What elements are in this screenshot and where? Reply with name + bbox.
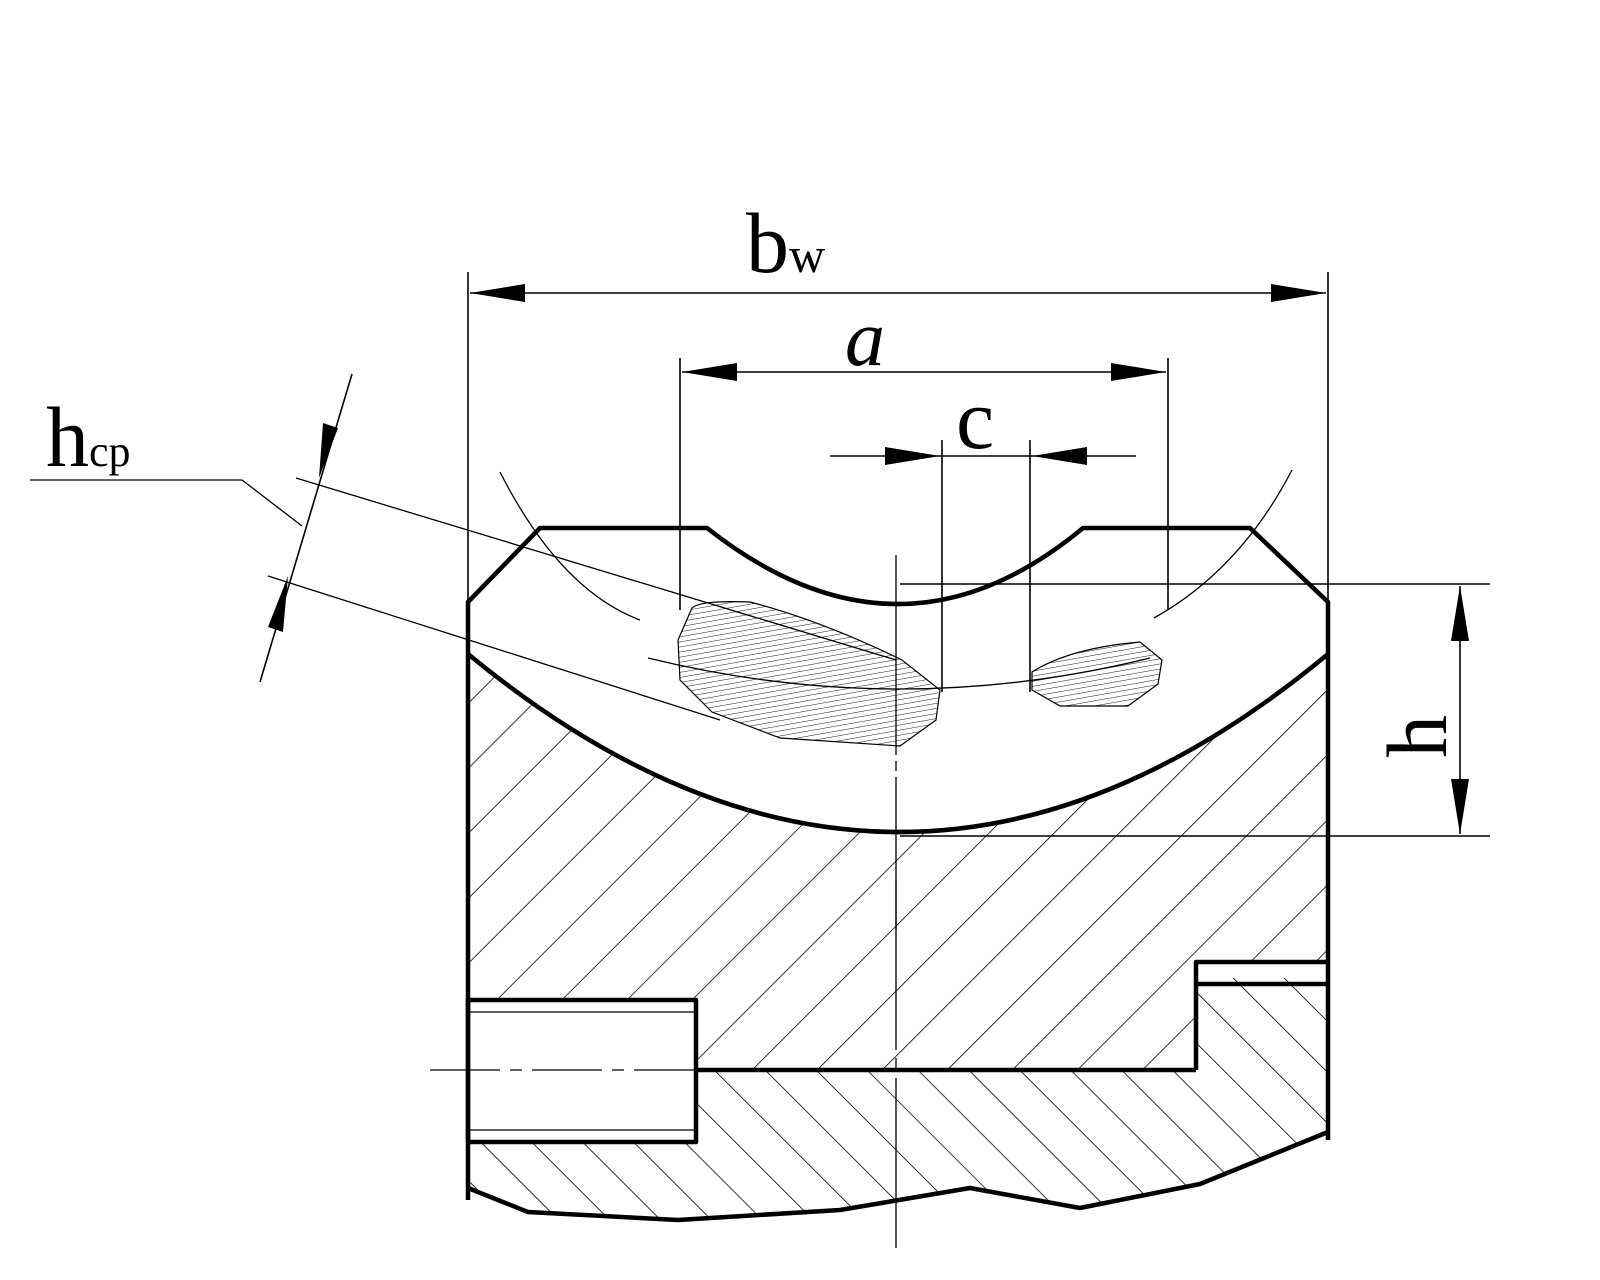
dimension-h-label: h	[1369, 715, 1465, 758]
dimension-hcp	[30, 373, 897, 721]
tooth-outline	[465, 525, 1331, 1223]
keyway	[465, 959, 1328, 1145]
contact-patch-small	[1031, 641, 1163, 707]
dimension-a	[679, 358, 1169, 610]
dimension-h	[900, 583, 1490, 837]
dimension-a-label: a	[845, 295, 885, 383]
dimension-bw	[467, 272, 1329, 600]
bw-sub: w	[789, 227, 825, 283]
dimension-c-label: c	[956, 371, 994, 467]
contact-patch-large	[677, 601, 941, 747]
bw-main: b	[746, 195, 789, 291]
dimension-c	[830, 440, 1136, 692]
dimension-hcp-label: hcp	[46, 389, 131, 485]
dimension-bw-label: bw	[746, 195, 825, 291]
hcp-sub: cp	[89, 427, 131, 476]
hcp-main: h	[46, 389, 89, 485]
wheel-rim-section	[468, 654, 1328, 1070]
